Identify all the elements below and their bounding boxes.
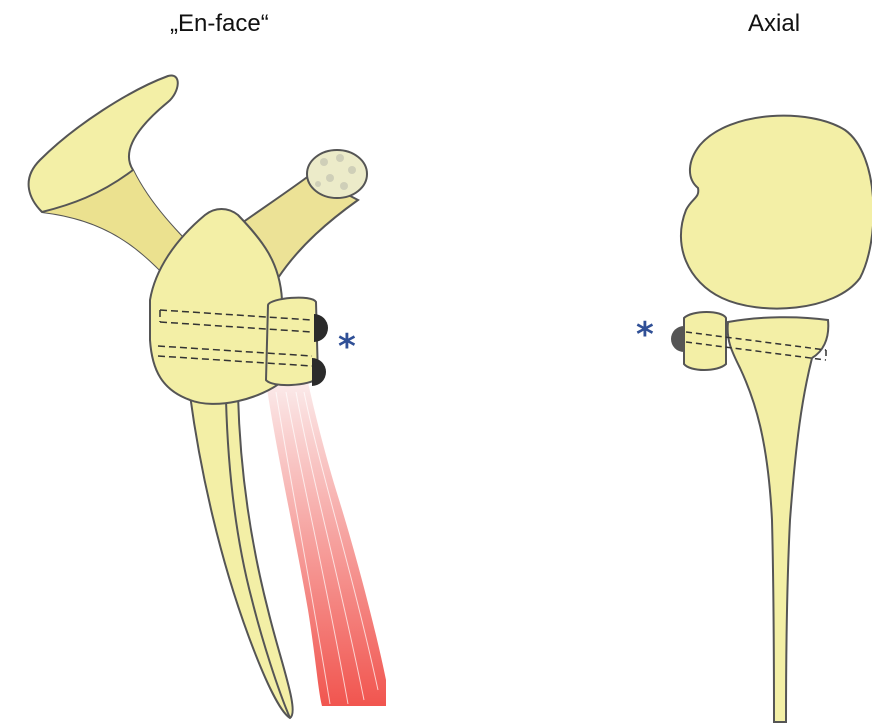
axial-head (681, 116, 872, 309)
en-face-asterisk-marker: * (338, 330, 356, 364)
axial-asterisk-marker: * (636, 318, 654, 352)
humeral-block (266, 298, 318, 386)
axial-anchor (671, 326, 684, 352)
axial-stem (728, 317, 829, 722)
muscle (266, 382, 386, 706)
anchor-lower (312, 358, 326, 386)
axial-block (684, 312, 726, 370)
anchor-upper (314, 314, 328, 342)
